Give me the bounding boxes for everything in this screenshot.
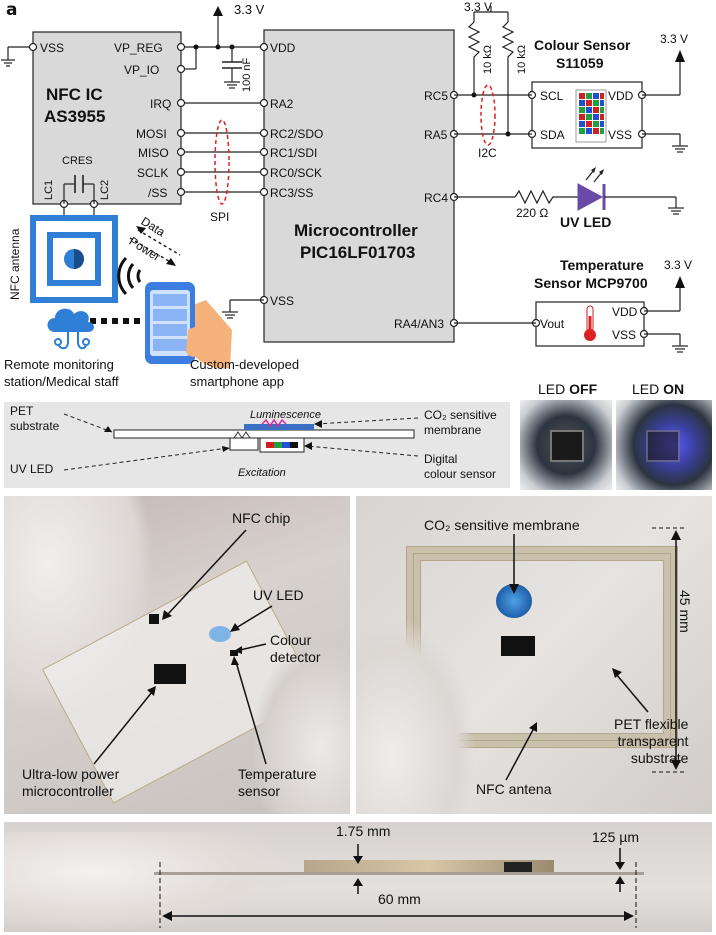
co2-membrane-photo-label: CO₂ sensitive membrane: [424, 517, 580, 533]
mcu-pin-rc3: RC3/SS: [270, 186, 314, 200]
temp-pin-vout: Vout: [540, 317, 565, 331]
colour-sensor-icon: [575, 89, 607, 143]
temperature-sensor-label: Temperature sensor: [238, 766, 317, 799]
nfc-pin-vp-reg: VP_REG: [114, 41, 163, 55]
nfc-pin-sclk: SCLK: [137, 166, 169, 180]
nfc-pin-irq: IRQ: [150, 97, 172, 111]
cloud-stethoscope-icon: [47, 308, 94, 350]
temp-sensor-part: Sensor MCP9700: [534, 275, 648, 291]
device-photo-c: [4, 496, 350, 814]
nfc-chip-label: NFC chip: [232, 510, 291, 526]
pet-flexible-label: PET flexible transparent substrate: [614, 716, 689, 766]
supply-label-colour: 3.3 V: [660, 32, 689, 46]
pullup-res-2: 10 kΩ: [516, 44, 528, 74]
lc2-label: LC2: [99, 179, 111, 200]
mcu-pin-rc0: RC0/SCK: [270, 166, 323, 180]
uv-led-cross-label: UV LED: [10, 462, 54, 476]
remote-station-label: Remote monitoring station/Medical staff: [4, 357, 119, 389]
nfc-pin-ss: /SS: [148, 186, 168, 200]
nfc-pin-mosi: MOSI: [136, 127, 167, 141]
smartphone-icon: [145, 282, 232, 369]
led-off-photo: [520, 400, 612, 490]
cap-label: 100 nF: [241, 57, 253, 92]
colour-pin-vss: VSS: [608, 128, 633, 142]
nfc-pin-vp-io: VP_IO: [124, 63, 160, 77]
mcu-title: Microcontroller: [294, 221, 418, 240]
panel-a-label: a: [6, 0, 18, 20]
nfc-ic-box: [32, 31, 182, 205]
i2c-label: I2C: [478, 146, 497, 160]
pet-substrate-label: PET substrate: [10, 404, 60, 433]
uv-led-label: UV LED: [560, 214, 612, 230]
nfc-ic-part: AS3955: [44, 107, 106, 126]
device-photo-d: [356, 496, 712, 814]
co2-membrane-label: CO₂ sensitive membrane: [424, 408, 497, 437]
excitation-label: Excitation: [238, 467, 286, 479]
mcu-pin-rc4: RC4: [424, 191, 449, 205]
led-on-caption: LED ON: [632, 381, 685, 397]
mcu-pin-vdd: VDD: [270, 41, 296, 55]
led-resistor-label: 220 Ω: [516, 206, 549, 220]
mcu-pin-rc2: RC2/SDO: [270, 127, 324, 141]
mcu-pin-ra5: RA5: [424, 128, 448, 142]
nfc-ic-title: NFC IC: [46, 85, 103, 104]
digital-colour-sensor-label: Digital colour sensor: [424, 452, 497, 481]
microcontroller-box: [263, 29, 455, 343]
mcu-part: PIC16LF01703: [300, 243, 416, 262]
uv-led-icon: [577, 183, 604, 211]
wireless-icon: [117, 256, 142, 296]
colour-pin-sda: SDA: [540, 128, 565, 142]
nfc-pin-vss: VSS: [40, 41, 65, 55]
nfc-pin-miso: MISO: [138, 146, 169, 160]
mcu-pin-rc1: RC1/SDI: [270, 146, 318, 160]
led-off-caption: LED OFF: [538, 381, 598, 397]
substrate-125um-label: 125 µm: [592, 829, 639, 845]
temp-sensor-title: Temperature: [560, 257, 644, 273]
supply-label-temp: 3.3 V: [664, 258, 693, 272]
led-on-photo: [616, 400, 712, 490]
temp-pin-vdd: VDD: [612, 305, 638, 319]
lc1-label: LC1: [43, 179, 55, 200]
pullup-res-1: 10 kΩ: [482, 44, 494, 74]
microcontroller-label: Ultra-low power microcontroller: [22, 766, 120, 799]
co2-membrane: [244, 424, 314, 430]
colour-pin-vdd: VDD: [608, 89, 634, 103]
mcu-pin-ra2: RA2: [270, 97, 294, 111]
mcu-pin-vss: VSS: [270, 294, 295, 308]
luminescence-label: Luminescence: [250, 409, 321, 421]
cres-label: CRES: [62, 155, 93, 167]
nfc-antenna-label: NFC antenna: [8, 228, 22, 300]
thermometer-icon: [584, 305, 596, 341]
smartphone-app-label: Custom-developed smartphone app: [190, 357, 300, 389]
colour-detector-label: Colour detector: [270, 632, 321, 665]
mcu-pin-ra4: RA4/AN3: [394, 317, 445, 331]
circuit-schematic: [1, 6, 688, 369]
mcu-pin-rc5: RC5: [424, 89, 449, 103]
supply-label-res: 3.3 V: [464, 0, 493, 14]
spi-label: SPI: [210, 210, 230, 224]
colour-sensor-part: S11059: [556, 55, 604, 71]
nfc-antena-label: NFC antena: [476, 781, 552, 797]
supply-label: 3.3 V: [234, 2, 265, 17]
thickness-1-75mm-label: 1.75 mm: [336, 823, 391, 839]
colour-pin-scl: SCL: [540, 89, 564, 103]
temp-pin-vss: VSS: [612, 328, 637, 342]
uv-led-photo-label: UV LED: [253, 587, 304, 603]
length-60mm-label: 60 mm: [378, 891, 421, 907]
colour-sensor-title: Colour Sensor: [534, 37, 631, 53]
nfc-antenna-icon: [30, 215, 118, 303]
cross-section-diagram: [63, 413, 419, 471]
